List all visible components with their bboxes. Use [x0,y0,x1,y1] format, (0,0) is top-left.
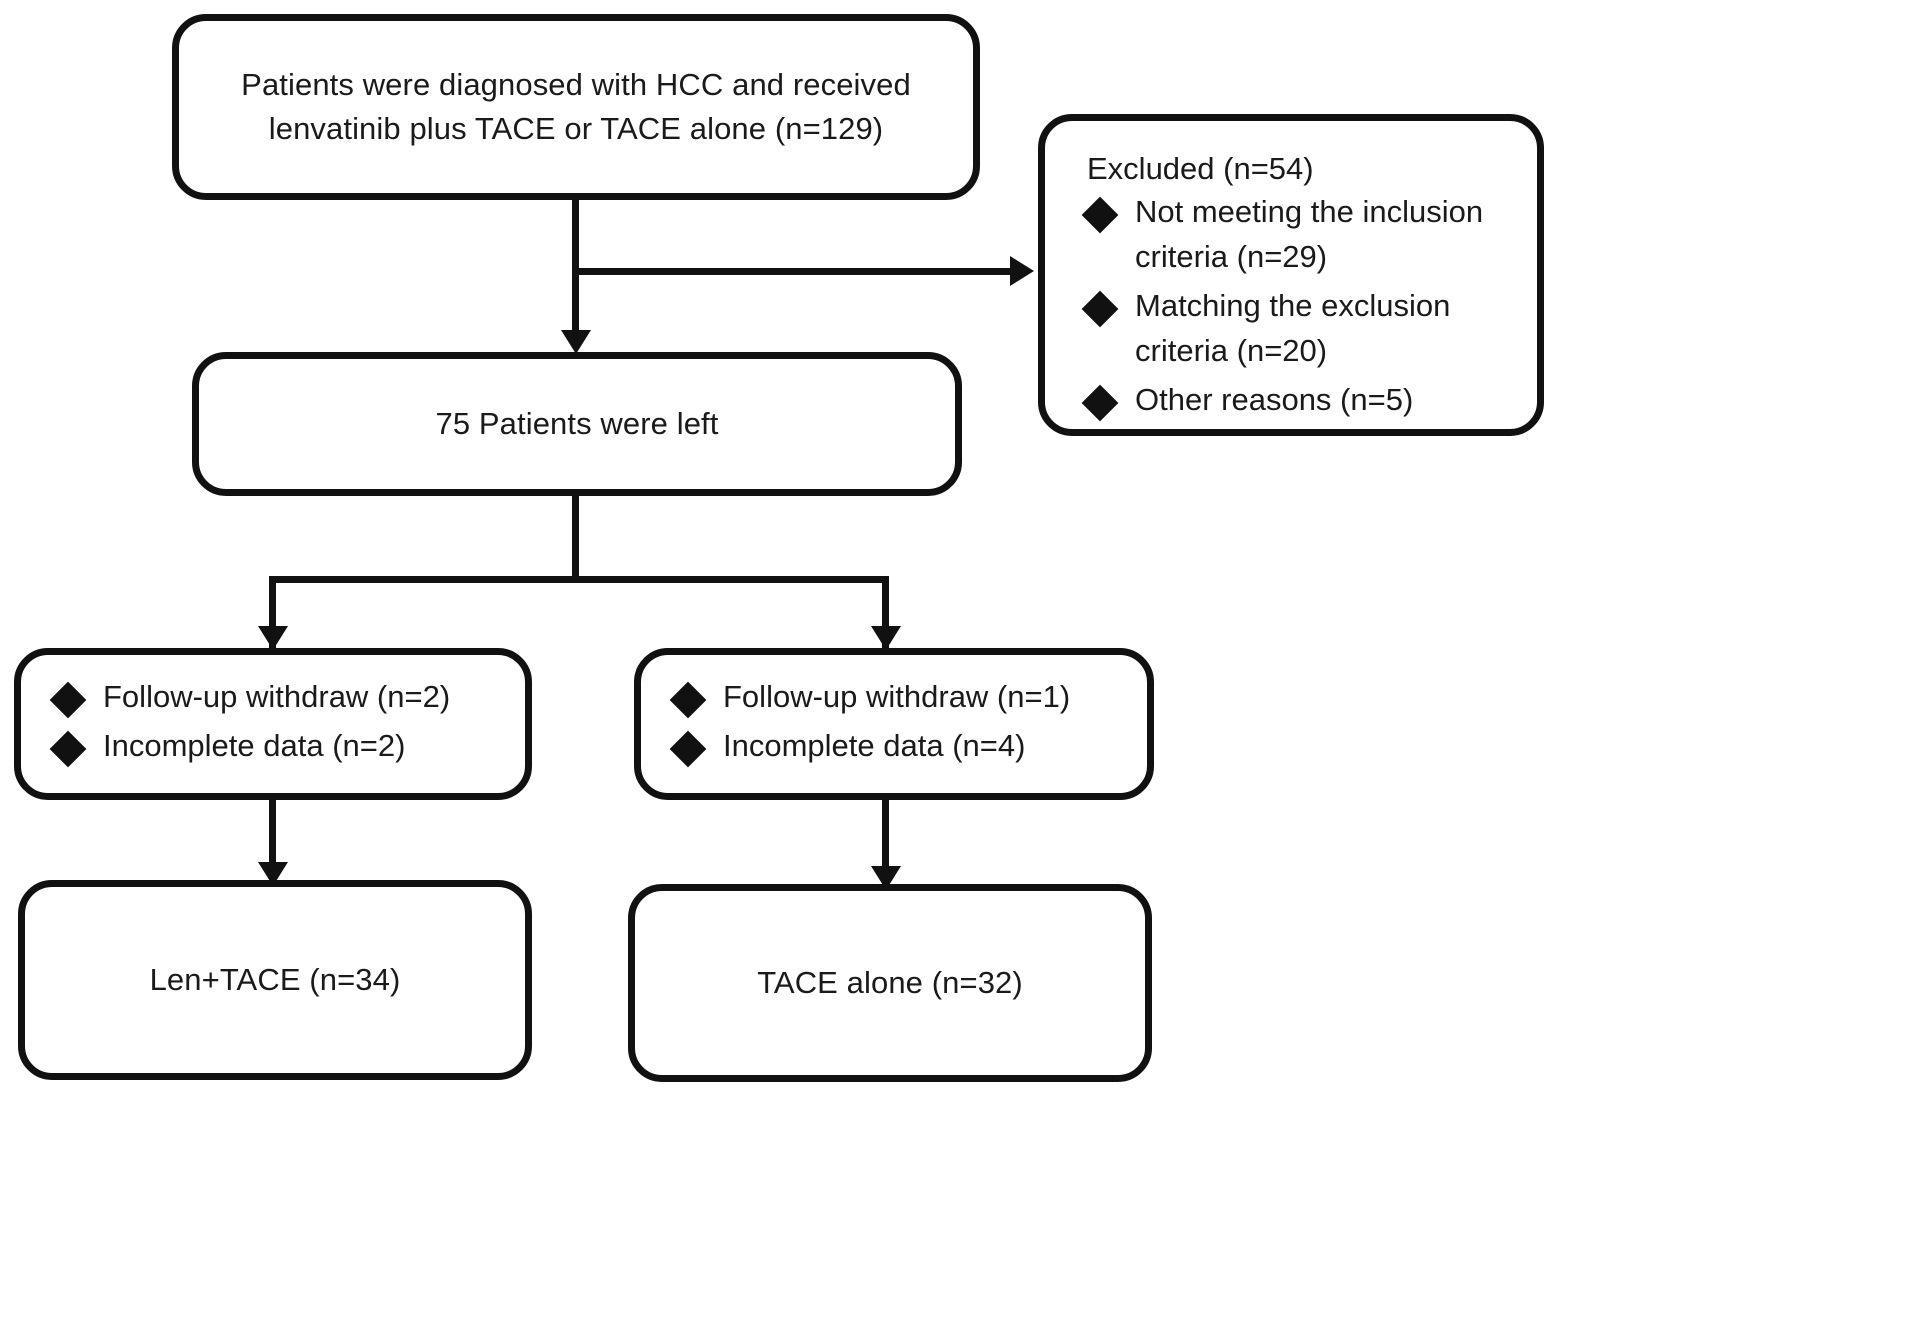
enrolled-line-1: Patients were diagnosed with HCC and rec… [241,66,911,102]
node-left-final: Len+TACE (n=34) [18,880,532,1080]
right-losses-item-1-text: Incomplete data (n=4) [723,728,1026,763]
excluded-item-0-text: Not meeting the inclusion criteria (n=29… [1135,190,1483,280]
arrowhead-to-remaining [561,330,591,354]
diamond-bullet-icon [1081,197,1119,234]
diamond-bullet-icon [1081,384,1119,422]
excluded-item-1-line-2: criteria (n=20) [1135,333,1328,369]
excluded-item-1-line-1: Matching the exclusion [1135,288,1451,324]
diamond-bullet-icon [49,681,87,719]
node-right-losses: Follow-up withdraw (n=1) Incomplete data… [634,648,1154,800]
diamond-bullet-icon [49,730,87,768]
arrowhead-to-excluded [1010,256,1034,286]
node-excluded: Excluded (n=54) Not meeting the inclusio… [1038,114,1544,436]
excluded-item-0-line-1: Not meeting the inclusion [1135,194,1484,230]
node-remaining: 75 Patients were left [192,352,962,496]
excluded-item-1-text: Matching the exclusion criteria (n=20) [1135,284,1450,374]
list-item: Not meeting the inclusion criteria (n=29… [1081,190,1537,280]
list-item: Other reasons (n=5) [1081,378,1537,423]
list-item: Follow-up withdraw (n=2) [49,675,525,720]
list-item: Follow-up withdraw (n=1) [669,675,1147,720]
left-losses-item-0-text: Follow-up withdraw (n=2) [103,679,451,715]
right-final-line-1: TACE alone (n=32) [757,964,1023,1000]
diamond-bullet-icon [1081,290,1119,328]
right-losses-item-0-text: Follow-up withdraw (n=1) [723,679,1071,715]
arrowhead-to-left-losses [258,626,288,650]
connector-to-excluded [572,268,1012,275]
left-final-line-1: Len+TACE (n=34) [149,961,401,997]
excluded-item-2-text: Other reasons (n=5) [1135,382,1414,418]
right-losses-bullet-list: Follow-up withdraw (n=1) Incomplete data… [669,675,1147,773]
node-right-final: TACE alone (n=32) [628,884,1152,1082]
excluded-bullet-list: Not meeting the inclusion criteria (n=29… [1081,190,1537,427]
node-left-losses: Follow-up withdraw (n=2) Incomplete data… [14,648,532,800]
enrolled-line-2: lenvatinib plus TACE or TACE alone (n=12… [268,111,884,146]
arrowhead-to-right-losses [871,626,901,650]
connector-split-right [882,576,889,648]
connector-remaining-trunk [572,496,579,580]
connector-right-losses-to-final [882,800,889,890]
left-losses-bullet-list: Follow-up withdraw (n=2) Incomplete data… [49,675,525,773]
excluded-heading: Excluded (n=54) [1087,151,1314,186]
diamond-bullet-icon [669,730,707,768]
connector-split-left [269,576,276,648]
connector-split-bus [269,576,889,583]
list-item: Matching the exclusion criteria (n=20) [1081,284,1537,374]
left-losses-item-1-text: Incomplete data (n=2) [103,728,406,763]
diamond-bullet-icon [669,681,707,719]
excluded-item-0-line-2: criteria (n=29) [1135,239,1328,275]
remaining-line-1: 75 Patients were left [435,405,719,441]
list-item: Incomplete data (n=2) [49,724,525,769]
list-item: Incomplete data (n=4) [669,724,1147,769]
node-enrolled: Patients were diagnosed with HCC and rec… [172,14,980,200]
connector-left-losses-to-final [269,800,276,886]
